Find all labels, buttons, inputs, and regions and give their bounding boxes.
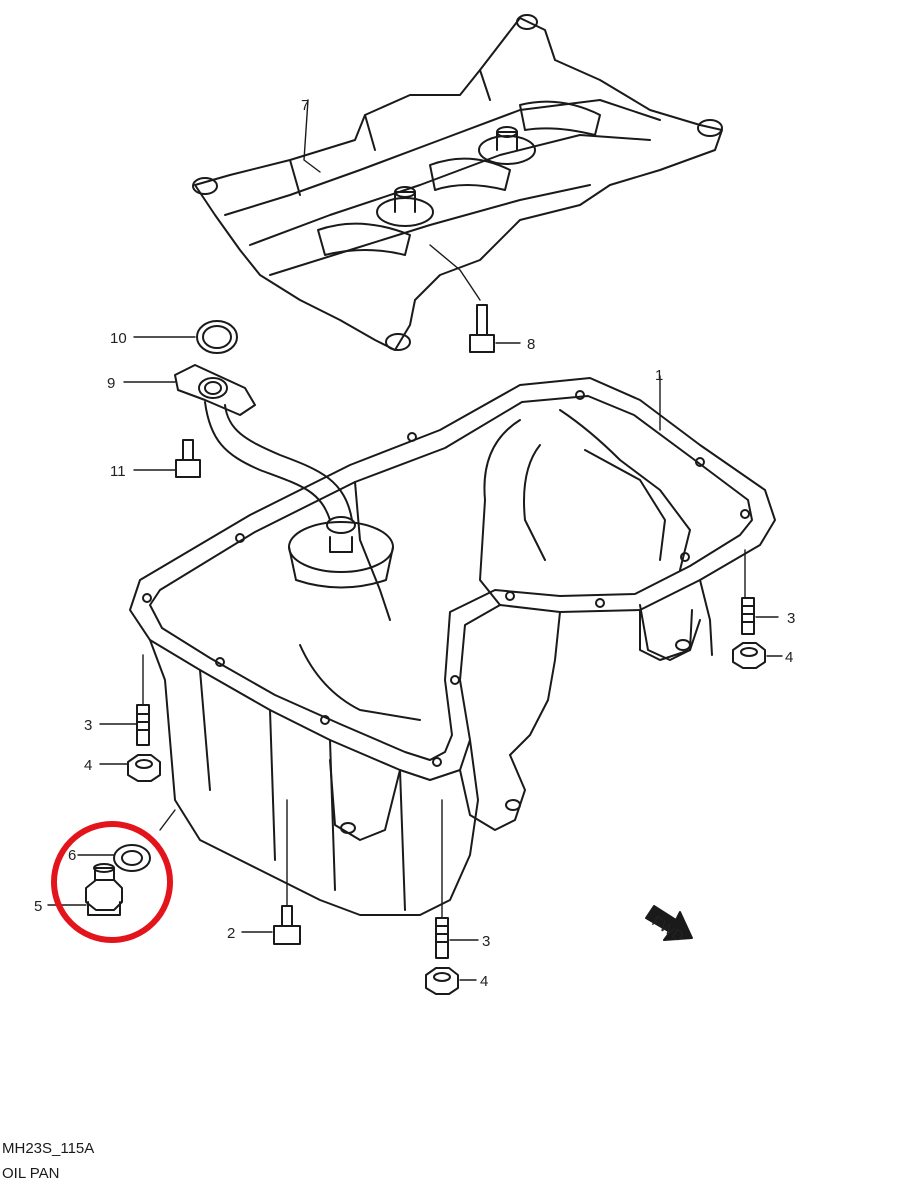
callout-1: 1 bbox=[655, 367, 663, 384]
callout-8: 8 bbox=[527, 336, 535, 353]
baffle-plate bbox=[192, 14, 723, 351]
callout-2: 2 bbox=[227, 925, 235, 942]
nut-right bbox=[732, 642, 766, 669]
callout-4-right: 4 bbox=[785, 649, 793, 666]
callout-7: 7 bbox=[301, 97, 309, 114]
drain-plug bbox=[85, 863, 123, 916]
callout-5: 5 bbox=[34, 898, 42, 915]
bolt-part-11 bbox=[175, 439, 201, 478]
nut-left bbox=[127, 754, 161, 782]
bolt-part-8 bbox=[469, 304, 495, 353]
callout-4-left: 4 bbox=[84, 757, 92, 774]
o-ring bbox=[196, 320, 238, 354]
callout-3-left: 3 bbox=[84, 717, 92, 734]
diagram-code: MH23S_115A bbox=[2, 1140, 95, 1157]
stud-left bbox=[136, 704, 150, 746]
callout-9: 9 bbox=[107, 375, 115, 392]
diagram-title: OIL PAN bbox=[2, 1165, 60, 1182]
nut-bottom bbox=[425, 967, 459, 995]
oil-strainer bbox=[174, 364, 394, 589]
callout-11: 11 bbox=[110, 463, 126, 480]
stud-bottom bbox=[435, 917, 449, 959]
callout-6: 6 bbox=[68, 847, 76, 864]
callout-4-bottom: 4 bbox=[480, 973, 488, 990]
fwd-arrow-icon bbox=[645, 905, 693, 941]
bolt-part-2 bbox=[273, 905, 301, 945]
callout-10: 10 bbox=[110, 330, 127, 347]
drain-plug-gasket bbox=[113, 844, 151, 872]
callout-3-right: 3 bbox=[787, 610, 795, 627]
oil-pan bbox=[129, 377, 776, 916]
highlight-circle bbox=[51, 821, 173, 943]
leader-lines bbox=[47, 99, 783, 981]
callout-3-bottom: 3 bbox=[482, 933, 490, 950]
stud-right bbox=[741, 597, 755, 635]
